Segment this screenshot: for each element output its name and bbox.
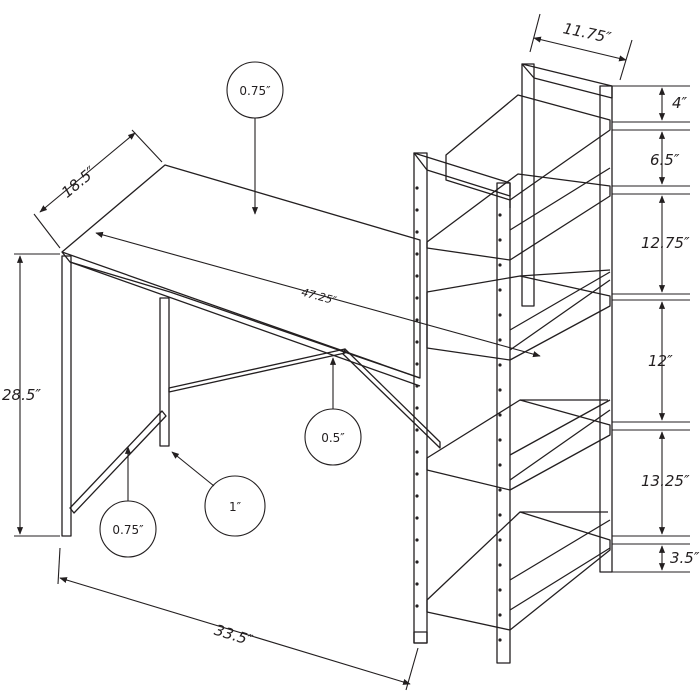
shelf-board-5	[426, 511, 611, 631]
shelf-front-left-post	[413, 152, 428, 644]
label-leg-foot: 0.75″	[112, 523, 144, 537]
label-desk-depth: 18.5″	[58, 162, 100, 201]
label-shelf-spacing-2: 6.5″	[650, 151, 680, 169]
shelf-board-1	[445, 94, 611, 201]
label-shelf-spacing-5: 13.25″	[641, 472, 690, 490]
label-desk-height: 28.5″	[2, 386, 41, 404]
label-shelf-depth: 11.75″	[561, 19, 613, 47]
label-shelf-spacing-3: 12.75″	[641, 234, 690, 252]
mount-holes	[415, 186, 502, 642]
shelf-top-back-rail	[521, 63, 613, 99]
label-crossbar-tube: 0.5″	[321, 431, 345, 445]
desk-back-crossbar	[168, 348, 346, 393]
label-shelf-spacing-6: 3.5″	[670, 549, 700, 567]
label-desk-leg-width: 33.5″	[212, 621, 255, 650]
callouts	[99, 61, 362, 558]
shelf-top-front-rail	[413, 152, 511, 197]
shelf-foot-front-left	[413, 631, 428, 644]
label-shelf-spacing-1: 4″	[672, 94, 688, 112]
desk-top-under-edge	[69, 261, 421, 387]
shelf-board-4	[426, 399, 611, 491]
shelf-unit	[413, 63, 613, 664]
desk-back-left-leg	[159, 297, 170, 447]
shelf-side-rails	[509, 167, 611, 611]
shelf-front-right-post	[496, 182, 511, 664]
callout-circle-leg	[204, 475, 266, 537]
label-desk-width: 47.25″	[300, 286, 339, 308]
desk-top-front-edge	[61, 251, 421, 379]
shelf-board-2	[426, 173, 611, 261]
dimension-lines	[14, 13, 690, 691]
desk-front-left-leg	[61, 255, 72, 537]
shelf-back-right-post	[599, 85, 613, 573]
label-top-thickness: 0.75″	[239, 84, 271, 98]
label-leg-tube: 1″	[229, 500, 242, 514]
desk-side-crossbar	[69, 410, 167, 514]
label-shelf-spacing-4: 12″	[648, 352, 673, 370]
